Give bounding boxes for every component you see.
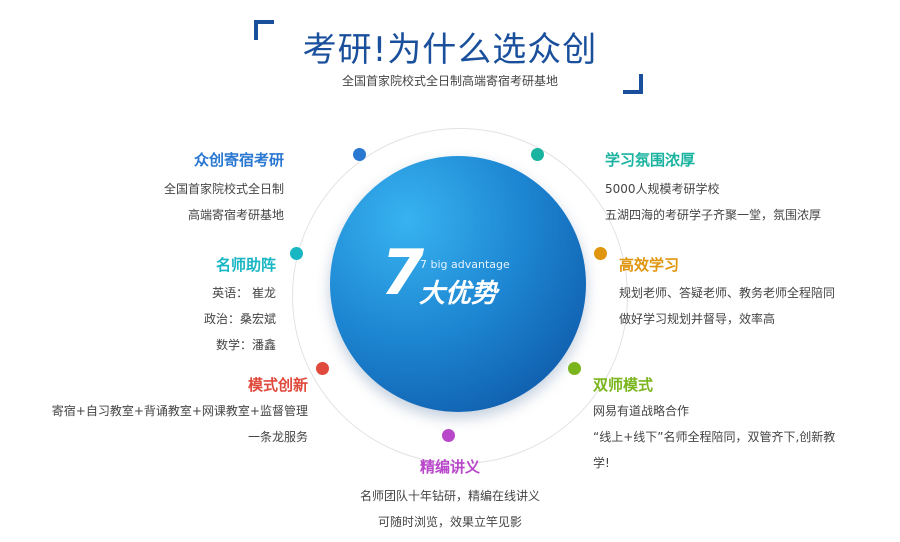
- dot-item-1: [353, 148, 366, 161]
- feature-block-2: 学习氛围浓厚 5000人规模考研学校 五湖四海的考研学子齐聚一堂，氛围浓厚: [605, 149, 821, 228]
- feature-line: 全国首家院校式全日制: [163, 182, 284, 196]
- corner-bracket-bottom-right: [623, 74, 643, 94]
- feature-line: 可随时浏览，效果立竿见影: [377, 515, 522, 529]
- outer-ring: [292, 128, 628, 464]
- page-title: 考研!为什么选众创: [302, 30, 598, 70]
- feature-line: 规划老师、答疑老师、教务老师全程陪同: [619, 286, 836, 300]
- feature-title: 精编讲义: [419, 458, 480, 476]
- feature-line: 名师团队十年钻研，精编在线讲义: [359, 489, 540, 503]
- feature-line: 学!: [593, 456, 610, 470]
- feature-line: 英语： 崔龙: [212, 286, 276, 300]
- feature-title: 众创寄宿考研: [193, 151, 284, 169]
- feature-block-5: 精编讲义 名师团队十年钻研，精编在线讲义 可随时浏览，效果立竿见影: [300, 456, 600, 535]
- feature-line: 5000人规模考研学校: [605, 182, 720, 196]
- feature-line: 五湖四海的考研学子齐聚一堂，氛围浓厚: [605, 208, 822, 222]
- dot-item-3: [594, 247, 607, 260]
- feature-title: 双师模式: [593, 376, 654, 394]
- feature-title: 学习氛围浓厚: [605, 151, 696, 169]
- feature-line: 一条龙服务: [247, 430, 308, 444]
- dot-item-2: [531, 148, 544, 161]
- feature-block-7: 名师助阵 英语： 崔龙 政治：桑宏斌 数学：潘鑫: [204, 254, 276, 358]
- feature-line: 数学：潘鑫: [215, 338, 276, 352]
- feature-title: 模式创新: [247, 376, 308, 394]
- page-subtitle: 全国首家院校式全日制高端寄宿考研基地: [341, 74, 558, 88]
- center-circle: [330, 156, 586, 412]
- feature-block-3: 高效学习 规划老师、答疑老师、教务老师全程陪同 做好学习规划并督导，效率高: [619, 254, 835, 332]
- center-english-label: 7 big advantage: [420, 258, 510, 271]
- corner-bracket-top-left: [254, 20, 274, 40]
- feature-line: 寄宿+自习教室+背诵教室+网课教室+监督管理: [51, 404, 308, 418]
- dot-item-6: [316, 362, 329, 375]
- feature-line: “线上+线下”名师全程陪同，双管齐下,创新教: [593, 430, 836, 444]
- center-chinese-label: 大优势: [419, 279, 498, 309]
- feature-block-4: 双师模式 网易有道战略合作 “线上+线下”名师全程陪同，双管齐下,创新教 学!: [593, 374, 835, 476]
- feature-block-6: 模式创新 寄宿+自习教室+背诵教室+网课教室+监督管理 一条龙服务: [52, 374, 308, 450]
- feature-block-1: 众创寄宿考研 全国首家院校式全日制 高端寄宿考研基地: [164, 149, 284, 228]
- feature-line: 高端寄宿考研基地: [187, 208, 284, 222]
- feature-line: 政治：桑宏斌: [203, 312, 276, 326]
- dot-item-5: [442, 429, 455, 442]
- feature-line: 做好学习规划并督导，效率高: [619, 312, 776, 326]
- feature-line: 网易有道战略合作: [593, 404, 690, 418]
- dot-item-7: [290, 247, 303, 260]
- feature-title: 名师助阵: [215, 256, 276, 274]
- center-number: 7: [381, 236, 425, 309]
- feature-title: 高效学习: [619, 256, 680, 274]
- dot-item-4: [568, 362, 581, 375]
